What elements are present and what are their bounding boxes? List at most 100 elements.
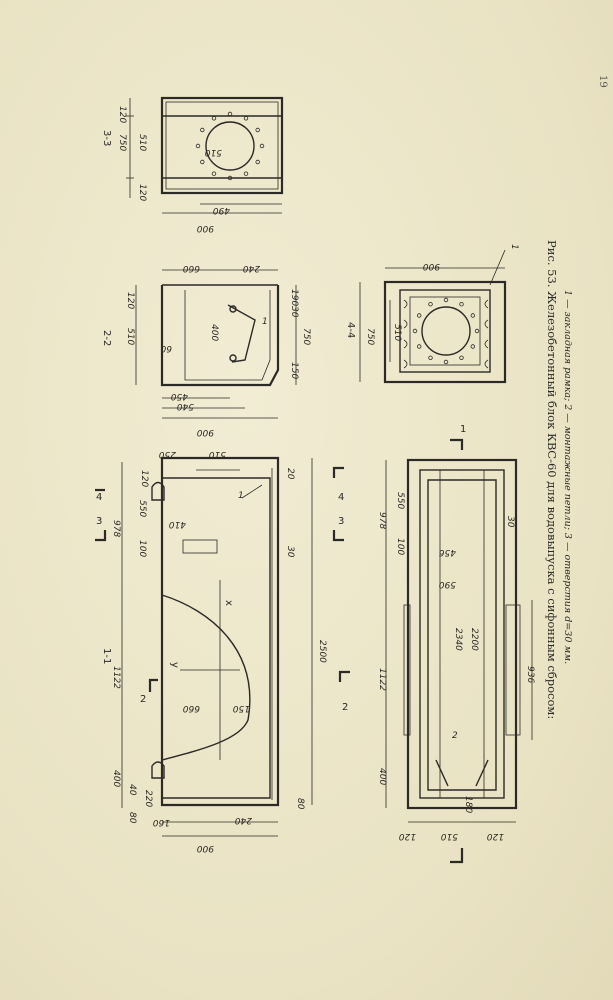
s1-dim-220: 220 [143, 790, 153, 807]
s3-label: 3-3 [101, 130, 112, 146]
bolt-hole [417, 313, 422, 318]
mounting-loop [484, 299, 489, 309]
s1-dim-120: 120 [139, 470, 149, 487]
plan-dim-550: 550 [395, 492, 405, 509]
s2-dim-120: 120 [125, 292, 135, 309]
s2-dim-30: 30 [289, 306, 299, 318]
s4-dim-510: 510 [392, 324, 402, 341]
s1-dim-978: 978 [111, 520, 121, 537]
s2-dim-150: 150 [289, 362, 299, 379]
bolt-hole [443, 359, 449, 365]
s3-dim-490: 490 [213, 205, 230, 215]
s1-dim-80b: 80 [295, 798, 305, 810]
cut-marks: 3 4 3 4 2 2 1 [95, 424, 466, 864]
s3-outline [160, 96, 284, 195]
cut-mark-3b: 3 [338, 516, 344, 527]
s1-dim-150: 150 [233, 703, 250, 713]
s2-dim-60: 60 [160, 343, 172, 353]
s1-dim-900: 900 [197, 843, 214, 853]
mounting-loop [484, 339, 489, 349]
plan-dim-2340: 2340 [453, 628, 463, 651]
s1-dim-660: 660 [183, 703, 200, 713]
cut-mark-2a: 2 [140, 694, 146, 705]
plan-outline [406, 458, 518, 810]
bolt-hole [200, 159, 205, 165]
s2-dim-450: 450 [171, 391, 188, 401]
bolt-hole [211, 116, 217, 121]
bolt-hole [243, 171, 249, 176]
s1-dim-160: 160 [153, 817, 170, 827]
s4-opening [421, 306, 471, 356]
s3-dim-750: 750 [117, 134, 127, 151]
s2-dim-400: 400 [209, 324, 219, 341]
section-1-1: 250 510 120 978 550 410 100 1122 660 150… [101, 449, 327, 853]
bolt-hole [412, 328, 418, 334]
plan-dim-2200: 2200 [469, 628, 479, 651]
cut-mark-4b: 4 [338, 492, 344, 503]
s2-dim-510: 510 [125, 328, 135, 345]
plan-dim-120a: 120 [399, 831, 416, 841]
mounting-loop [484, 359, 489, 369]
s1-dim-410: 410 [169, 519, 186, 529]
plan-dim-30: 30 [505, 516, 515, 528]
s3-dim-circle: 510 [205, 147, 222, 157]
s3-dim-120b: 120 [137, 184, 147, 201]
s1-dim-20: 20 [285, 468, 295, 480]
bolt-hole [211, 171, 217, 176]
plan-dim-936: 936 [525, 666, 535, 683]
s2-dim-190: 190 [289, 289, 299, 306]
s1-dim-1122: 1122 [111, 666, 121, 689]
s1-dim-240: 240 [235, 815, 252, 825]
plan-view: 978 550 100 1122 400 936 456 590 2340 22… [377, 458, 535, 841]
mounting-loop [403, 359, 408, 369]
plan-dim-978: 978 [377, 512, 387, 529]
bolt-hole [470, 344, 475, 349]
mounting-loop [403, 299, 408, 309]
s1-label: 1-1 [101, 648, 112, 664]
s4-dim-750: 750 [365, 328, 375, 345]
s4-lead-1: 1 [509, 244, 519, 250]
plan-dim-180: 180 [463, 796, 473, 813]
bolt-hole [243, 116, 249, 121]
plan-dim-510: 510 [441, 831, 458, 841]
s3-dim-120a: 120 [117, 106, 127, 123]
bolt-hole [227, 175, 233, 181]
page-number: 19 [597, 75, 608, 88]
cut-mark-1: 1 [460, 424, 466, 435]
s4-label: 4-4 [345, 322, 356, 338]
plan-dim-100: 100 [395, 538, 405, 555]
cut-mark-2b: 2 [342, 702, 348, 713]
s1-axis-y: y [169, 662, 180, 668]
s1-dim-100: 100 [137, 540, 147, 557]
bolt-hole [255, 127, 260, 133]
section-4-4: 900 750 510 1 4-4 [345, 244, 519, 384]
s4-outline [383, 280, 507, 384]
section-3-3: 120 750 510 120 510 490 900 3-3 [101, 96, 284, 233]
plan-dim-1122: 1122 [377, 668, 387, 691]
plan-dim-456: 456 [439, 547, 456, 557]
cut-mark-4a: 4 [96, 492, 102, 503]
section-2-2: 660 240 120 510 400 190 30 750 150 60 45… [101, 263, 311, 437]
bolt-hole [200, 127, 205, 133]
s1-dim-40: 40 [127, 784, 137, 796]
caption-legend: 1 — закладная рамка; 2 — монтажные петли… [562, 290, 573, 664]
plan-dim-400: 400 [377, 768, 387, 785]
s2-outline [160, 285, 280, 387]
caption-block: Рис. 53. Железобетонный блок КВС-60 для … [545, 240, 573, 719]
plan-dim-120b: 120 [487, 831, 504, 841]
s2-lead-1: 1 [262, 317, 268, 327]
s1-dim-510: 510 [209, 449, 226, 459]
s3-dim-510: 510 [137, 134, 147, 151]
s1-dim-30: 30 [285, 546, 295, 558]
cut-mark-3a: 3 [96, 516, 102, 527]
caption-title: Рис. 53. Железобетонный блок КВС-60 для … [545, 240, 559, 719]
bolt-hole [428, 302, 433, 307]
bolt-hole [474, 328, 480, 334]
s2-label: 2-2 [101, 330, 112, 346]
s2-dim-900: 900 [197, 427, 214, 437]
bolt-hole [459, 355, 464, 360]
s1-siphon-curve [161, 594, 251, 761]
bolt-hole [470, 313, 475, 318]
s3-opening [205, 121, 255, 171]
s2-dim-540: 540 [177, 401, 194, 411]
